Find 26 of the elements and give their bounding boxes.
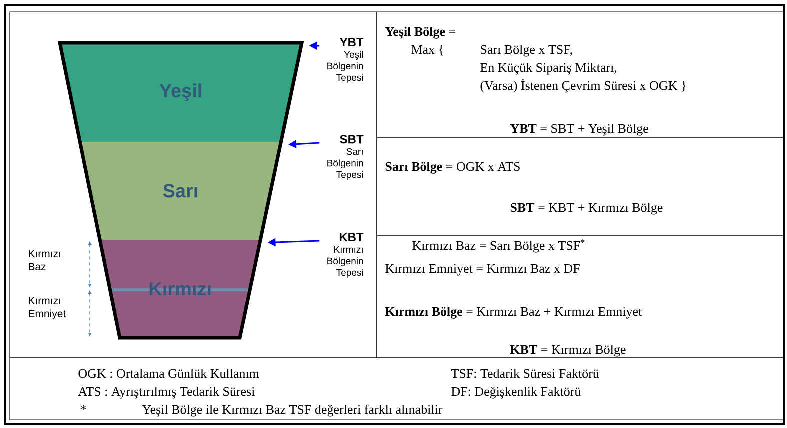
level-marker: SBT Sarı Bölgenin Tepesi <box>328 135 364 180</box>
dimension-label: Kırmızı Emniyet <box>29 297 66 320</box>
footnote-text: * <box>80 405 86 410</box>
formula-text: KBT = Kırmızı Bölge <box>510 344 626 357</box>
funnel-band: Yeşil <box>60 43 302 142</box>
funnel-band: Sarı <box>80 142 282 240</box>
level-marker: KBT Kırmızı Bölgenin Tepesi <box>328 233 364 278</box>
formula-text: Sarı Bölge x TSF, <box>481 44 572 57</box>
footnote-text: ATS : Ayrıştırılmış Tedarik Süresi <box>78 386 255 399</box>
formula-text: Max { <box>412 44 444 56</box>
formula-text: Yeşil Bölge = <box>385 26 456 39</box>
dimension-label: Kırmızı Baz <box>29 250 60 271</box>
footnote-text: Yeşil Bölge ile Kırmızı Baz TSF değerleri farklı alınabilir <box>142 404 443 417</box>
footnote-text: TSF: Tedarik Süresi Faktörü <box>451 368 600 378</box>
formula-text: Sarı Bölge = OGK x ATS <box>386 162 520 174</box>
formula-text: Kırmızı Baz = Sarı Bölge x TSF$^{*}$ <box>412 240 585 253</box>
footnote-text: DF: Değişkenlik Faktörü <box>452 386 581 399</box>
formula-text: En Küçük Sipariş Miktarı, <box>480 62 617 75</box>
formula-text: YBT = SBT + Yeşil Bölge <box>510 124 648 136</box>
funnel-band: Kırmızı <box>100 240 261 338</box>
formula-text: Kırmızı Emniyet = Kırmızı Baz x DF <box>386 264 580 276</box>
level-marker: YBT Yeşil Bölgenin Tepesi <box>328 38 364 83</box>
formula-text: SBT = KBT + Kırmızı Bölge <box>510 202 663 215</box>
footnote-text: OGK : Ortalama Günlük Kullanım <box>78 368 260 378</box>
formula-text: (Varsa) İstenen Çevrim Süresi x OGK } <box>480 79 686 93</box>
formula-text: Kırmızı Bölge = Kırmızı Baz + Kırmızı Emniyet <box>385 306 642 319</box>
